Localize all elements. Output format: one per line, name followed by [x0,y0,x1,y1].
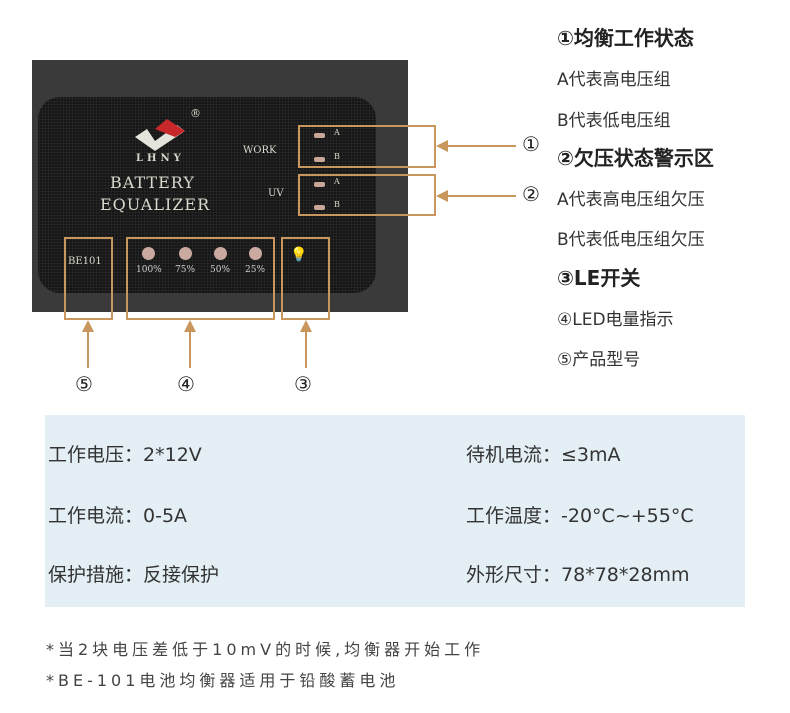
level-led [179,247,192,260]
uv-label: UV [268,188,284,199]
level-label: 75% [175,265,196,275]
arrow-head-icon [82,320,94,332]
spec-dimensions: 外形尺寸：78*78*28mm [466,564,690,586]
callout-4: ④ [177,372,195,396]
arrow-head-icon [184,320,196,332]
uv-a-led [314,182,325,187]
model-callout-box [64,237,113,320]
arrow-head-icon [300,320,312,332]
arrow-5 [87,330,89,368]
arrow-2 [446,195,516,197]
spec-protection: 保护措施：反接保护 [48,564,220,586]
legend-item: ④LED电量指示 [557,310,674,330]
led-label: A [334,128,340,137]
device-panel: ® LHNY BATTERY EQUALIZER WORK UV A B A B… [38,97,376,293]
arrow-4 [189,330,191,368]
product-title-line1: BATTERY [110,173,195,192]
level-led [142,247,155,260]
legend-item: ⑤产品型号 [557,350,641,370]
spec-table: 工作电压：2*12V 待机电流：≤3mA 工作电流：0-5A 工作温度：-20°… [45,415,745,607]
led-label: B [334,200,340,209]
product-title-line2: EQUALIZER [100,195,211,214]
legend-item: B代表低电压组欠压 [557,230,705,250]
callout-3: ③ [294,372,312,396]
switch-callout-box [281,237,330,320]
callout-1: ① [522,132,540,156]
led-callout-box [126,237,275,320]
legend-heading: ①均衡工作状态 [557,26,694,50]
work-b-led [314,157,325,162]
level-led [214,247,227,260]
level-label: 100% [136,265,162,275]
legend-heading: ②欠压状态警示区 [557,146,714,170]
light-bulb-icon[interactable]: 💡 [290,247,308,263]
arrow-head-icon [436,190,448,202]
spec-voltage: 工作电压：2*12V [48,444,202,466]
legend-item: A代表高电压组 [557,70,671,90]
work-callout-box [298,125,436,168]
level-label: 50% [210,265,231,275]
uv-callout-box [298,174,436,216]
brand-text: LHNY [136,153,185,164]
work-label: WORK [243,145,277,156]
callout-5: ⑤ [75,372,93,396]
arrow-1 [446,145,516,147]
level-led [249,247,262,260]
footnote: *BE-101电池均衡器适用于铅酸蓄电池 [46,671,400,690]
lhny-logo-icon [135,119,185,151]
spec-temperature: 工作温度：-20°C~+55°C [466,505,694,527]
legend-item: A代表高电压组欠压 [557,190,705,210]
footnote: *当2块电压差低于10mV的时候,均衡器开始工作 [46,640,485,659]
legend-item: B代表低电压组 [557,111,671,131]
level-label: 25% [245,265,266,275]
work-a-led [314,133,325,138]
legend-heading: ③LE开关 [557,266,641,290]
led-label: A [334,177,340,186]
model-text: BE101 [68,256,102,267]
uv-b-led [314,205,325,210]
arrow-head-icon [436,140,448,152]
spec-standby-current: 待机电流：≤3mA [466,444,621,466]
arrow-3 [305,330,307,368]
spec-current: 工作电流：0-5A [48,505,188,527]
led-label: B [334,152,340,161]
callout-2: ② [522,182,540,206]
registered-mark: ® [190,107,201,120]
